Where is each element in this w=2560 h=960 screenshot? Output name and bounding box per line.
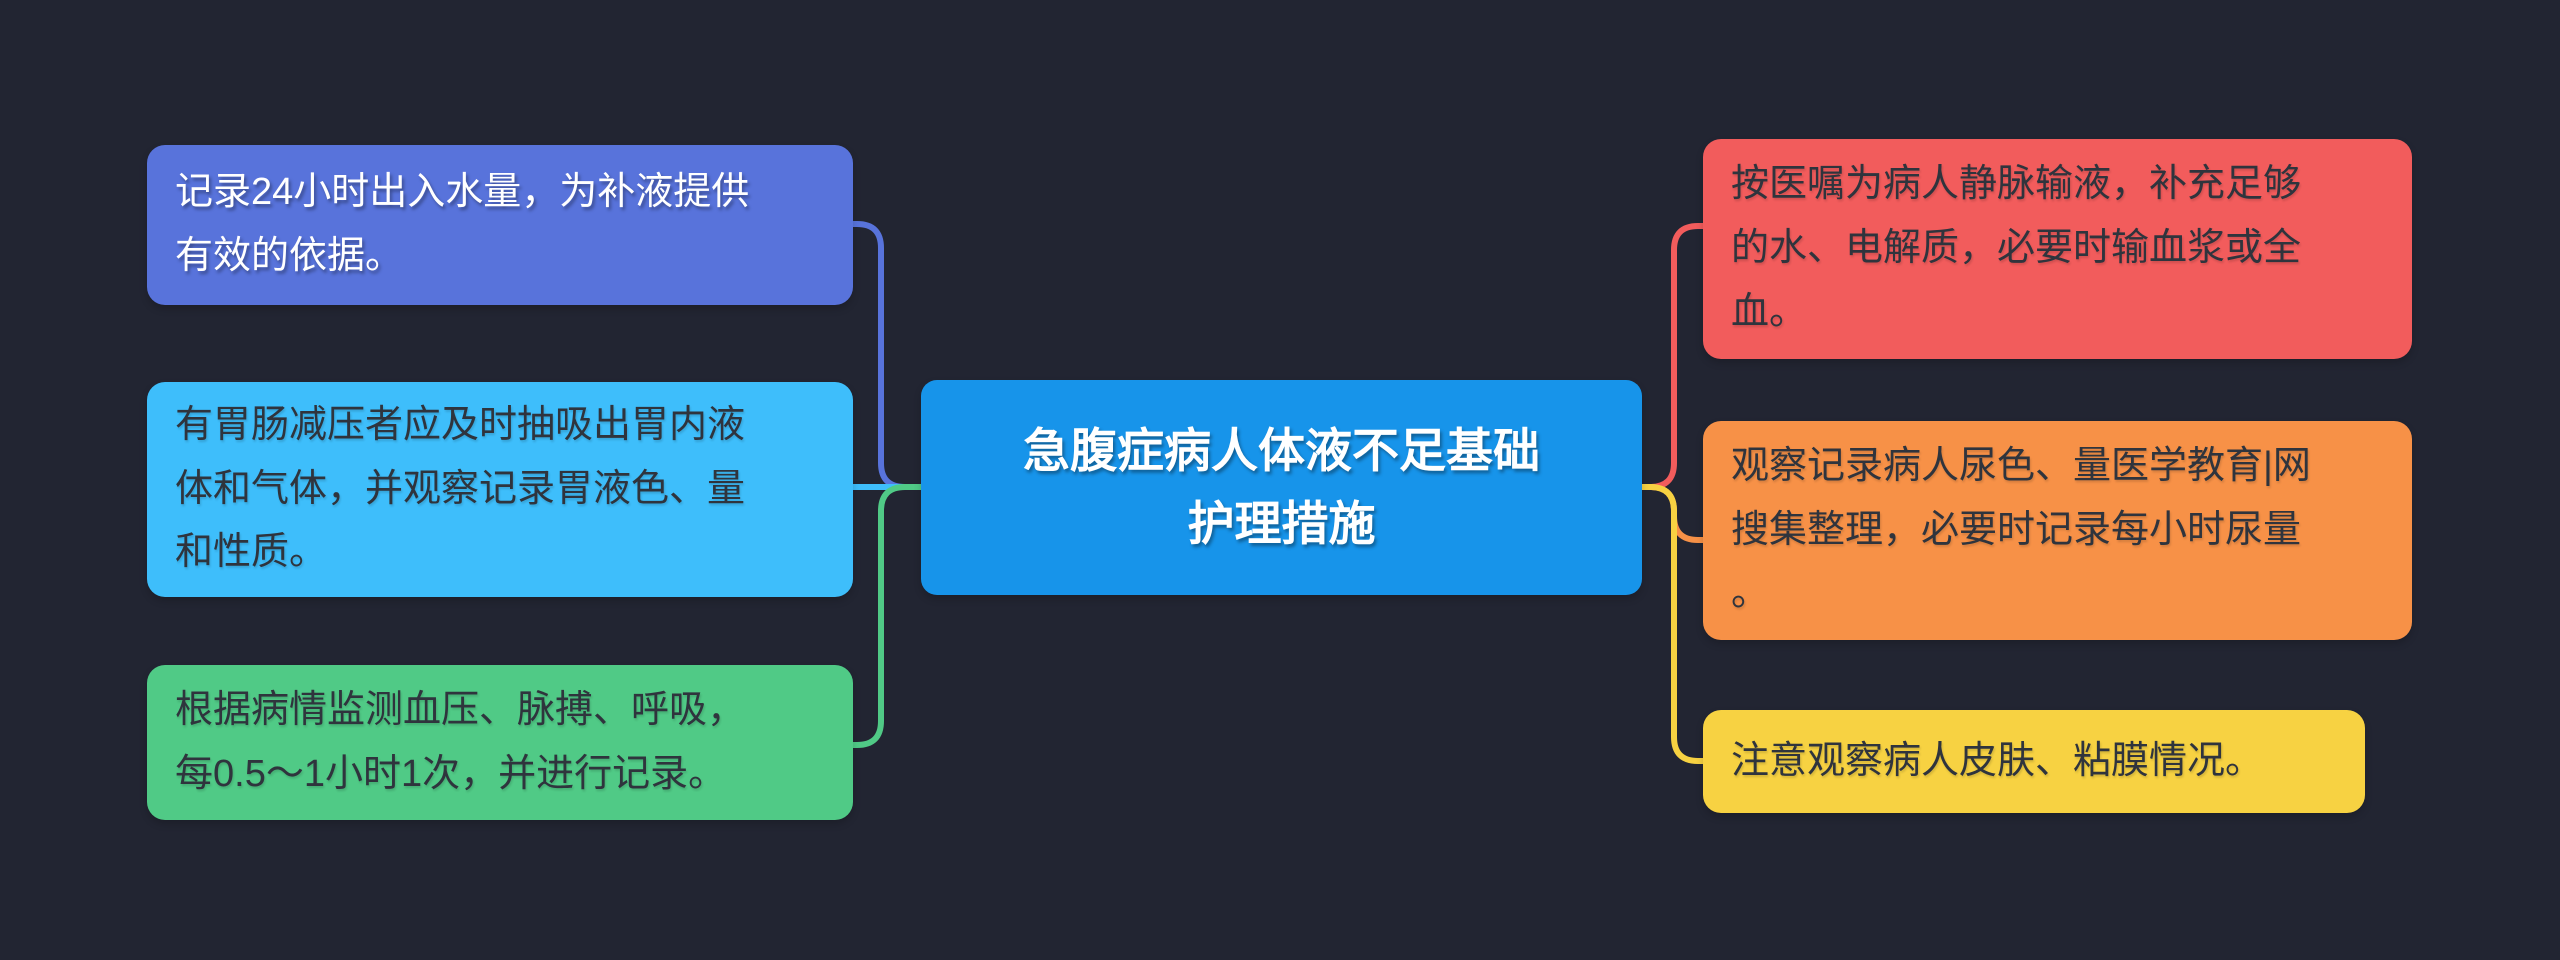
branch-label-iv-infusion: 按医嘱为病人静脉输液，补充足够 的水、电解质，必要时输血浆或全 血。 [1731,163,2302,333]
branch-node-urine-observation[interactable]: 观察记录病人尿色、量医学教育|网 搜集整理，必要时记录每小时尿量 。 [1703,421,2412,640]
connector-intake-output-record [853,221,921,490]
branch-node-skin-mucosa-observation[interactable]: 注意观察病人皮肤、粘膜情况。 [1703,710,2365,813]
connector-vital-signs-monitoring [853,484,921,748]
branch-node-gastric-decompression[interactable]: 有胃肠减压者应及时抽吸出胃内液 体和气体，并观察记录胃液色、量 和性质。 [147,382,853,597]
branch-node-iv-infusion[interactable]: 按医嘱为病人静脉输液，补充足够 的水、电解质，必要时输血浆或全 血。 [1703,139,2412,359]
center-node-label: 急腹症病人体液不足基础 护理措施 [1023,423,1540,550]
center-node[interactable]: 急腹症病人体液不足基础 护理措施 [921,380,1642,595]
connector-iv-infusion [1641,223,1703,490]
branch-label-skin-mucosa-observation: 注意观察病人皮肤、粘膜情况。 [1731,739,2264,782]
branch-label-gastric-decompression: 有胃肠减压者应及时抽吸出胃内液 体和气体，并观察记录胃液色、量 和性质。 [175,403,746,574]
branch-label-urine-observation: 观察记录病人尿色、量医学教育|网 搜集整理，必要时记录每小时尿量 。 [1731,444,2311,615]
connector-skin-mucosa-observation [1641,484,1703,764]
branch-label-vital-signs-monitoring: 根据病情监测血压、脉搏、呼吸， 每0.5～1小时1次，并进行记录。 [175,688,746,795]
branch-label-intake-output-record: 记录24小时出入水量，为补液提供 有效的依据。 [175,171,750,277]
branch-node-intake-output-record[interactable]: 记录24小时出入水量，为补液提供 有效的依据。 [147,145,853,305]
branch-node-vital-signs-monitoring[interactable]: 根据病情监测血压、脉搏、呼吸， 每0.5～1小时1次，并进行记录。 [147,665,853,820]
